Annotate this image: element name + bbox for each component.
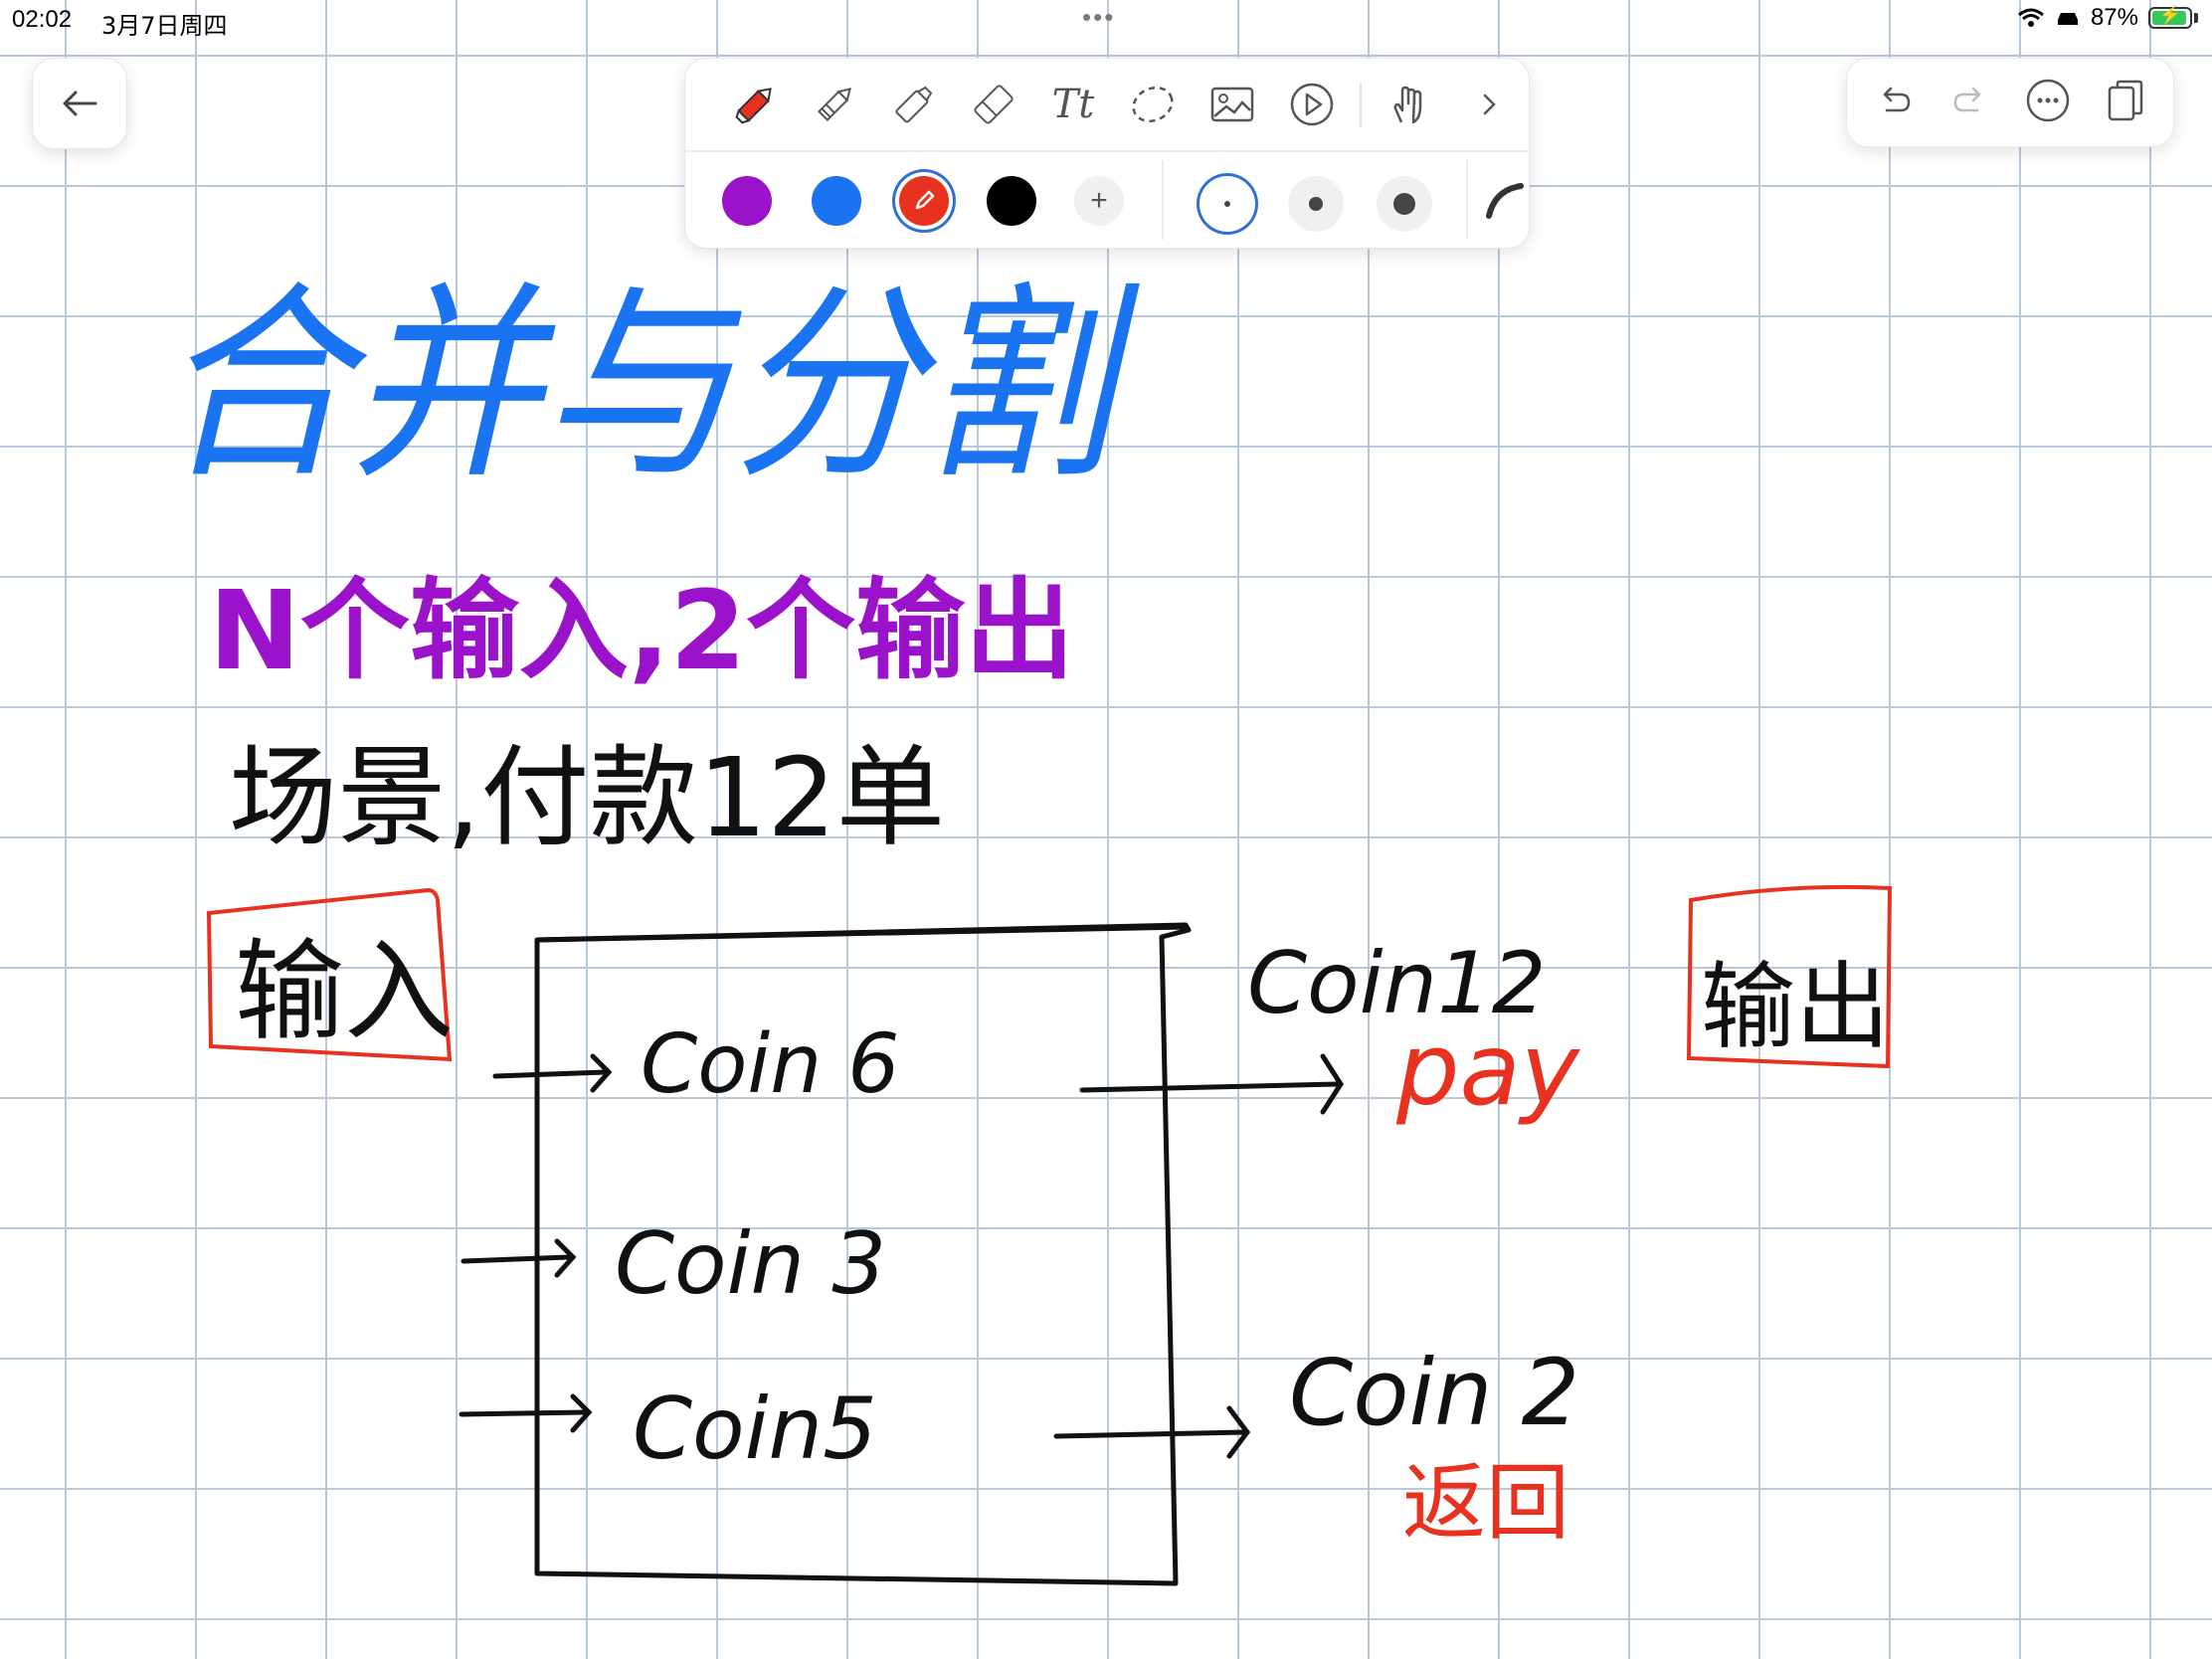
color-swatch-black[interactable] [987,176,1036,226]
undo-button[interactable] [1875,81,1915,125]
more-tools-button[interactable] [1449,65,1529,144]
input-coin-3: Coin5 [633,1380,877,1479]
tool-palette: Tt [684,58,1530,249]
note-scenario: 场景,付款12单 [229,734,945,861]
battery-icon: ⚡ [2148,5,2192,29]
highlighter-icon [895,86,933,123]
car-icon [2057,13,2078,25]
back-button[interactable] [33,59,126,148]
size-style-separator [1466,160,1468,240]
pages-icon [2109,80,2143,120]
redo-button[interactable] [1949,81,1989,125]
color-size-separator [1162,160,1164,240]
input-label: 输入 [235,928,454,1055]
process-box-top [536,924,1190,943]
stroke-size-medium[interactable] [1288,176,1344,232]
color-swatch-red[interactable] [899,176,949,226]
play-icon [1290,83,1334,126]
color-swatch-purple[interactable] [722,176,772,226]
more-button[interactable] [2025,78,2071,128]
action-panel [1846,58,2174,147]
status-date: 3月7日周四 [101,12,228,40]
input-coin-2: Coin 3 [615,1214,886,1314]
output-label-box [1686,884,1893,1069]
redo-icon [1954,87,1981,111]
hand-icon [1393,86,1422,124]
text-tool-button[interactable]: Tt [1033,65,1113,144]
input-coin-1: Coin 6 [641,1017,899,1112]
chevron-right-icon [1483,93,1496,115]
media-tool-button[interactable] [1272,65,1352,144]
note-title: 合并与分割 [159,264,1140,507]
output-coin-2: Coin 2 [1289,1340,1579,1446]
stroke-style-icon[interactable] [1485,180,1525,220]
pages-button[interactable] [2106,78,2145,128]
multitask-dots[interactable]: ••• [1082,2,1116,32]
pen-tool-button[interactable] [715,65,795,144]
pencil-tool-button[interactable] [795,65,874,144]
output-note-1: pay [1395,1012,1581,1128]
color-row: + [685,152,1529,248]
image-icon [1210,87,1254,122]
output-arrow-1 [1079,1053,1344,1115]
battery-percent: 87% [2090,4,2138,31]
back-panel [32,58,127,149]
edit-pencil-icon [915,190,935,210]
add-color-button[interactable]: + [1074,176,1124,226]
lasso-icon [1132,86,1174,123]
stroke-size-large[interactable] [1377,176,1432,232]
status-bar: 02:02 3月7日周四 ••• 87% ⚡ [0,0,2212,40]
stroke-size-small[interactable] [1199,176,1255,232]
eraser-tool-button[interactable] [954,65,1033,144]
input-label-box [206,887,453,1062]
note-subtitle: N个输入,2个输出 [209,567,1074,694]
tool-row: Tt [685,59,1529,150]
input-arrow-3 [459,1393,593,1433]
hand-tool-button[interactable] [1370,65,1449,144]
tool-separator [1360,83,1362,126]
undo-icon [1883,87,1910,111]
output-arrow-2 [1053,1405,1251,1459]
output-label: 输出 [1701,953,1890,1062]
eraser-icon [974,85,1014,124]
input-arrow-2 [461,1238,577,1278]
input-arrow-1 [492,1053,613,1093]
image-tool-button[interactable] [1193,65,1272,144]
output-note-2: 返回 [1402,1454,1569,1552]
status-time: 02:02 [12,6,73,33]
status-right: 87% ⚡ [2017,4,2198,32]
output-coin-1: Coin12 [1247,934,1547,1033]
highlighter-tool-button[interactable] [874,65,954,144]
color-swatch-blue[interactable] [812,176,861,226]
arrow-left-icon [63,91,97,116]
text-icon: Tt [1051,82,1095,127]
toolbar-divider [685,150,1529,152]
lasso-tool-button[interactable] [1113,65,1193,144]
more-icon [2026,79,2069,121]
pen-icon [735,88,772,124]
pencil-icon [818,88,851,121]
wifi-icon [2017,8,2044,27]
battery-cap [2194,13,2198,23]
